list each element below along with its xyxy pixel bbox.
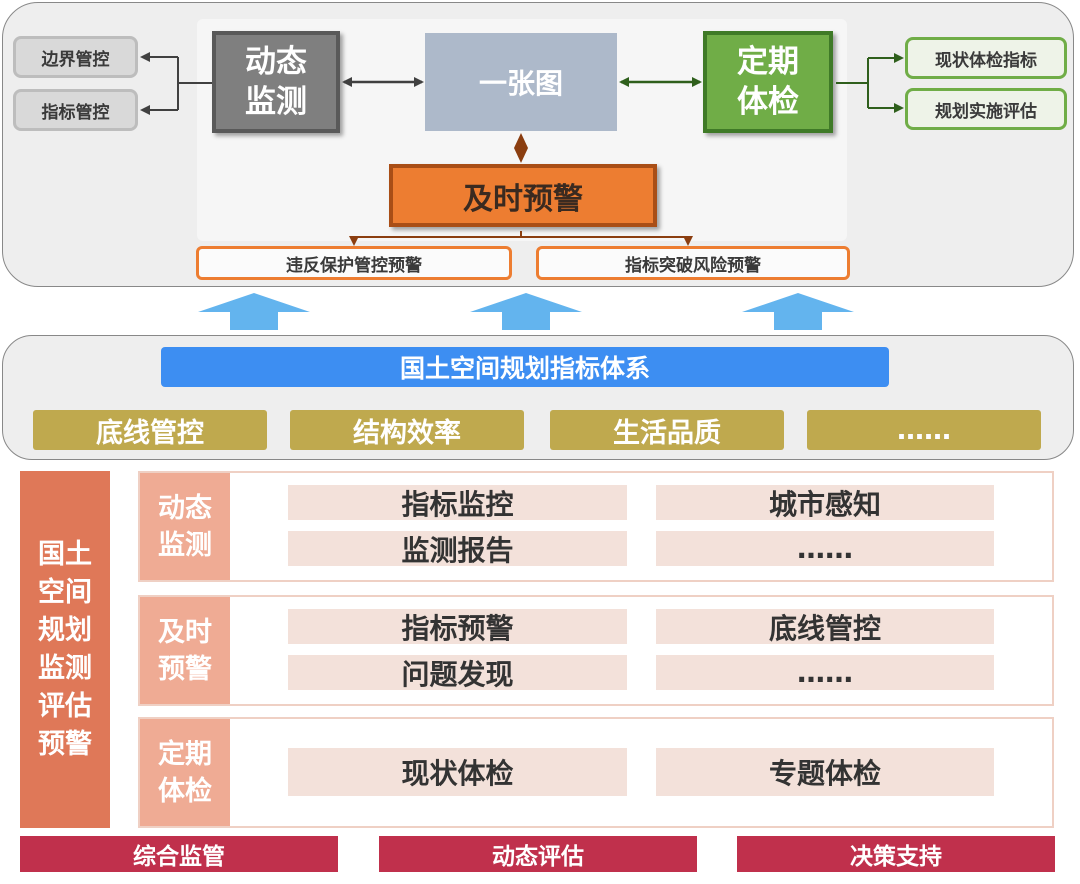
category-more: …… <box>807 410 1041 450</box>
footer-dynamic-evaluation: 动态评估 <box>379 836 697 872</box>
right-item-plan-evaluation: 规划实施评估 <box>905 88 1067 130</box>
matrix-cell: …… <box>656 531 994 566</box>
left-item-boundary-control: 边界管控 <box>13 36 138 78</box>
one-map-box: 一张图 <box>425 33 617 131</box>
right-item-status-indicators: 现状体检指标 <box>905 37 1067 79</box>
dynamic-monitor-line1: 动态 <box>245 44 307 80</box>
matrix-cell: 问题发现 <box>288 655 627 691</box>
side-label-line: 规划 <box>38 614 92 646</box>
row-label-line: 动态 <box>158 492 212 524</box>
row-label-dynamic-monitor: 动态 监测 <box>140 473 230 580</box>
matrix-cell: 指标预警 <box>288 609 627 645</box>
side-label-line: 评估 <box>38 690 92 722</box>
matrix-cell: 现状体检 <box>288 748 627 796</box>
side-label-line: 预警 <box>38 728 92 760</box>
dynamic-monitor-line2: 监测 <box>245 84 307 120</box>
up-arrow-icon <box>470 293 582 330</box>
periodic-check-line1: 定期 <box>737 44 799 80</box>
left-item-indicator-control: 指标管控 <box>13 89 138 131</box>
dynamic-monitor-box: 动态 监测 <box>212 31 340 133</box>
matrix-cell: 专题体检 <box>656 748 994 796</box>
category-structure-efficiency: 结构效率 <box>290 410 524 450</box>
timely-warning-box: 及时预警 <box>389 164 657 227</box>
warning-protection-violation: 违反保护管控预警 <box>196 246 512 280</box>
row-label-line: 体检 <box>158 775 212 807</box>
warning-indicator-breach: 指标突破风险预警 <box>536 246 850 280</box>
side-label-line: 空间 <box>38 576 92 608</box>
up-arrow-icon <box>198 293 310 330</box>
category-life-quality: 生活品质 <box>550 410 784 450</box>
matrix-cell: 指标监控 <box>288 485 627 521</box>
row-label-timely-warning: 及时 预警 <box>140 597 230 704</box>
row-label-line: 定期 <box>158 738 212 770</box>
footer-comprehensive-supervision: 综合监管 <box>20 836 338 872</box>
matrix-cell: 监测报告 <box>288 531 627 567</box>
matrix-side-label: 国土 空间 规划 监测 评估 预警 <box>20 471 110 828</box>
periodic-check-box: 定期 体检 <box>703 31 833 133</box>
row-label-line: 监测 <box>158 529 212 561</box>
category-bottom-line: 底线管控 <box>33 410 267 450</box>
matrix-cell: …… <box>656 655 994 690</box>
matrix-cell: 底线管控 <box>656 609 994 645</box>
row-label-line: 预警 <box>158 653 212 685</box>
side-label-line: 监测 <box>38 652 92 684</box>
footer-decision-support: 决策支持 <box>737 836 1055 872</box>
row-label-line: 及时 <box>158 616 212 648</box>
matrix-cell: 城市感知 <box>656 485 994 521</box>
side-label-line: 国土 <box>38 538 92 570</box>
row-label-periodic-check: 定期 体检 <box>140 719 230 826</box>
indicator-system-title: 国土空间规划指标体系 <box>161 347 889 387</box>
up-arrow-icon <box>742 293 854 330</box>
periodic-check-line2: 体检 <box>737 84 799 120</box>
